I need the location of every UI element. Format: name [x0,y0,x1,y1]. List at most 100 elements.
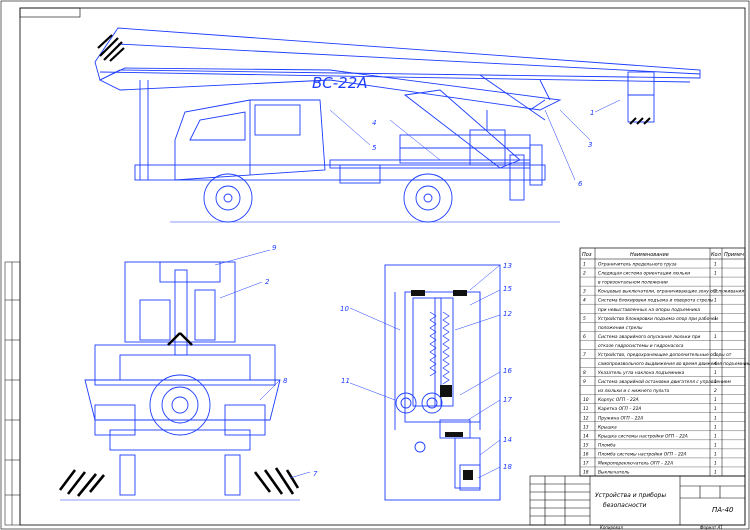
specification-table: Поз Наименование Кол Примеч 1 Ограничител… [579,247,750,477]
callout-2: 2 [265,278,270,286]
roller-right [421,392,443,414]
boom-outline [94,27,701,81]
frame-corner-box [19,7,81,18]
spec-row-pos: 16 [583,451,589,457]
spec-row-name: Устройство, предохраняющее дополнительны… [598,352,732,358]
spec-row-name: Пломба системы настройки ОГП – 22А [598,451,687,457]
spec-header-pos: Поз [582,252,592,258]
spec-row-pos: 4 [583,298,586,304]
spec-row-name: Корпус ОГП – 22А [598,397,639,403]
section-view-leaders [349,264,501,479]
callout-16: 16 [503,367,512,375]
front-wheel [203,173,253,223]
callout-11: 11 [341,377,350,385]
spec-row-name: Устройство блокировки подъема опор при р… [598,316,719,322]
spec-row-qty: 1 [714,379,717,385]
callout-15: 15 [503,285,512,293]
spec-row-pos: 10 [583,397,589,403]
spec-row-name: Крышка [598,424,617,430]
front-center-hatching [167,332,193,346]
title-line-1: Устройства и приборы [595,492,666,499]
title-block [529,475,746,526]
front-turntable [149,374,211,436]
rear-outrigger [509,154,525,201]
spec-row-name: Каретка ОГП – 22А [598,406,641,412]
spec-row-name: Система аварийного опускания люльки при [598,334,701,340]
spec-row-pos: 18 [583,470,589,476]
spec-row-pos: 3 [583,289,586,295]
spec-row-qty: 1 [714,334,717,340]
ogp-section-view [384,264,501,501]
front-outrigger-right [253,467,300,495]
callout-1: 1 [590,109,594,117]
spec-row-name: Выключатель [598,470,630,476]
front-axle [109,429,251,451]
spec-row-name: Следящая система ориентации люльки [598,271,690,277]
basket [627,71,655,123]
spec-row-name: самопроизвольного выдвижения во время дв… [598,362,750,367]
title-line-2: безопасности [603,502,647,509]
turret-base [469,129,506,166]
spec-row-qty: 2 [714,289,717,295]
spec-row-pos: 7 [583,352,586,358]
spec-row-pos: 8 [583,370,586,376]
spec-row-qty: 1 [714,451,717,457]
callout-6: 6 [578,180,583,188]
spec-row-qty: 1 [714,262,717,268]
spec-header-note: Примеч [724,252,744,258]
spec-row-qty: 4 [714,361,717,367]
rear-wheel [403,173,453,223]
callout-13: 13 [503,262,512,270]
spring-12 [442,311,450,385]
spec-row-qty: 1 [714,352,717,358]
basket-hatching [629,117,651,125]
copied-label: Копировал [600,525,623,530]
spec-row-name: Ограничитель предельного груза [598,262,677,268]
spec-row-qty: 1 [714,271,717,277]
spec-row-name: Система блокировки подъема и поворота ст… [598,298,714,304]
spec-row-name: положении стрелы [598,326,643,331]
spec-header-qty: Кол [711,252,722,258]
spec-header-name: Наименование [630,252,669,258]
spec-row-qty: 2 [714,388,717,394]
spec-row-pos: 5 [583,316,586,322]
format-label: Формат А1 [700,525,723,530]
callout-5: 5 [372,144,377,152]
switch-box [459,464,481,491]
spec-row-pos: 17 [583,460,589,466]
spec-row-pos: 9 [583,379,586,385]
spec-row-qty: 1 [714,433,717,439]
callout-14: 14 [503,436,512,444]
spec-row-qty: 1 [714,470,717,476]
callout-7: 7 [313,470,318,478]
cab-window [254,104,301,136]
spec-row-qty: 1 [714,406,717,412]
spec-row-name: Система аварийной остановки двигателя с … [598,379,732,385]
boom-lower-arm [98,67,562,111]
spec-row-name: в горизонтальном положении [598,281,668,286]
spec-row-pos: 2 [583,271,586,277]
spec-row-qty: 1 [714,397,717,403]
spec-row-qty: 1 [714,442,717,448]
spec-row-name: Пружина ОГП – 22А [598,415,643,421]
spec-row-qty: 1 [714,415,717,421]
callout-12: 12 [503,310,512,318]
left-margin-stamp [4,261,21,526]
drawing-code: ПА-40 [712,506,734,514]
spec-row-pos: 6 [583,334,586,340]
spec-row-name: Указатель угла наклона подъемника [598,370,685,376]
front-view-leaders [214,249,311,479]
callout-4: 4 [372,119,376,127]
truck-body [399,134,531,164]
spec-row-name: Пломба [598,442,616,448]
fuel-tank [339,164,381,184]
truck-model-label: ВС-22А [312,74,368,92]
spec-row-name: при невыставленных на опоры подъемника [598,308,700,313]
spec-row-qty: 1 [714,424,717,430]
roller-left [395,392,417,414]
spec-row-name: Концевые выключатели, ограничивающие зон… [598,289,744,295]
boom-lift-arm [403,89,521,169]
spring-left [429,311,437,377]
